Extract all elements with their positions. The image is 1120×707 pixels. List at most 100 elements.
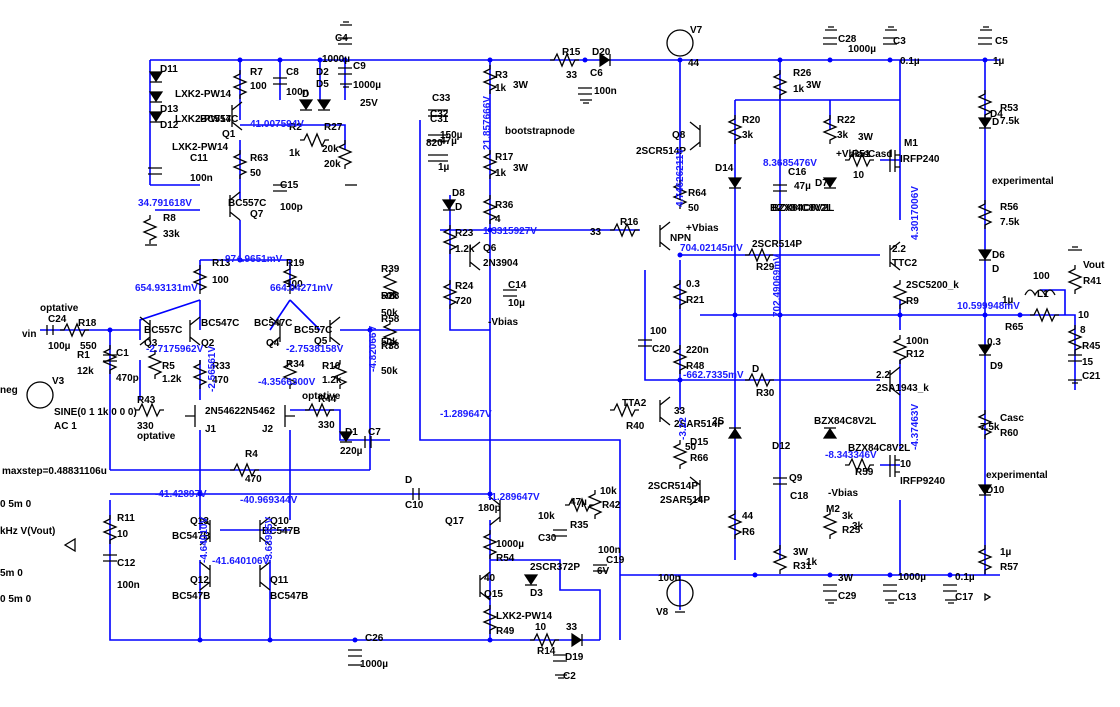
component-label: C14 (508, 280, 527, 291)
component-label: 8 (1080, 325, 1086, 336)
net-voltage-label: -1.289647V (488, 492, 540, 503)
component-label: C20 (652, 344, 671, 355)
component-label: 40 (484, 573, 496, 584)
component-label: 3W (513, 163, 529, 174)
component-label: R54 (496, 553, 515, 564)
component-label: 2SCR514P (636, 146, 686, 157)
component-label: L1 (1037, 289, 1049, 300)
component-label: C7 (368, 427, 381, 438)
component-label: R21 (686, 295, 705, 306)
component-label: BC547C (201, 318, 239, 329)
component-label: optative (137, 431, 176, 442)
ground-symbols (63, 21, 1082, 679)
component-label: R39 (381, 264, 400, 275)
component-label: 7.5k (1000, 217, 1020, 228)
component-label: D14 (715, 163, 734, 174)
component-label: R1 (77, 350, 90, 361)
component-label: R17 (495, 152, 514, 163)
component-label: D12 (772, 441, 791, 452)
inductor-symbol (1024, 289, 1056, 297)
component-label: 2SCR514P (752, 239, 802, 250)
component-label: 1µ (1000, 547, 1012, 558)
component-label: C24 (48, 314, 67, 325)
component-label: D10 (986, 485, 1005, 496)
component-label: R31 (793, 561, 812, 572)
component-label: R23 (455, 228, 474, 239)
component-label: M1 (904, 138, 918, 149)
component-label: TTA2 (622, 398, 647, 409)
component-label: R36 (495, 200, 514, 211)
component-label: C5 (995, 36, 1008, 47)
component-label: BC557C (200, 114, 238, 125)
component-label: R63 (250, 153, 269, 164)
component-label: 100 (212, 275, 229, 286)
component-label: 1k (806, 557, 818, 568)
component-label: 50k (381, 337, 398, 348)
component-label: 2.2 (876, 370, 890, 381)
component-label: D19 (565, 652, 584, 663)
component-label: 1000µ (848, 44, 876, 55)
component-label: Q11 (270, 575, 289, 586)
component-label: V7 (690, 25, 703, 36)
net-voltage-label: -4.82066V (368, 326, 379, 372)
net-voltage-label: 10.599948mV (957, 301, 1020, 312)
component-label: vin (22, 329, 36, 340)
component-label: Vout (1083, 260, 1105, 271)
component-label: 220µ (340, 446, 363, 457)
component-label: J2 (262, 424, 274, 435)
component-label: 1000µ (353, 80, 381, 91)
component-label: R4 (245, 449, 258, 460)
net-voltage-label: -4.3566300V (258, 377, 316, 388)
component-label: 7.5k (980, 422, 1000, 433)
component-label: 470p (116, 373, 139, 384)
component-label: 33 (566, 622, 578, 633)
component-label: C32 (430, 109, 449, 120)
component-label: LXK2-PW14 (175, 89, 232, 100)
component-label: C31 (430, 114, 449, 125)
component-label: 47µ (440, 136, 457, 147)
component-label: 50k (381, 366, 398, 377)
component-label: R53 (1000, 103, 1019, 114)
component-label: 1000µ (360, 659, 388, 670)
component-label: BZX84C8V2L (848, 443, 910, 454)
component-label: R34 (286, 359, 305, 370)
component-label: C15 (280, 180, 299, 191)
component-label: 1µ (993, 56, 1005, 67)
component-label: 0 5m 0 (0, 594, 32, 605)
component-label: Q12 (190, 575, 209, 586)
component-label: D (405, 475, 412, 486)
component-label: C10 (405, 500, 424, 511)
component-label: BZX84C8V2L (772, 203, 834, 214)
component-label: LXK2-PW14 (172, 142, 229, 153)
component-label: 3k (852, 521, 864, 532)
component-label: C33 (432, 93, 451, 104)
component-label: R64 (688, 188, 707, 199)
component-label: 1k (495, 83, 507, 94)
component-label: 33k (163, 229, 180, 240)
component-label: 10 (1078, 310, 1090, 321)
component-label: R40 (626, 421, 645, 432)
component-label: 1µ (1002, 295, 1014, 306)
net-voltage-label: -1.289647V (440, 409, 492, 420)
component-label: 330 (318, 420, 335, 431)
component-label: Q1 (222, 129, 236, 140)
component-label: 0.3 (987, 337, 1001, 348)
component-label: 3W (858, 132, 874, 143)
component-label: Q6 (483, 243, 497, 254)
component-label: R15 (562, 47, 581, 58)
component-label: R19 (286, 258, 305, 269)
component-label: 820 (426, 138, 443, 149)
component-label: 100n (906, 336, 929, 347)
component-label: R13 (212, 258, 231, 269)
component-label: Q4 (266, 338, 280, 349)
component-label: R26 (793, 68, 812, 79)
component-label: 44 (742, 511, 754, 522)
component-label: BC557C (144, 325, 182, 336)
net-voltage-label: -4.64010V (199, 517, 210, 563)
component-label: SINE(0 1 1k 0 0 0) (54, 407, 137, 418)
component-label: 100 (650, 326, 667, 337)
component-label: R11 (117, 513, 135, 524)
component-label: bootstrapnode (505, 126, 575, 137)
component-label: D7 (815, 178, 828, 189)
component-label: optative (302, 391, 341, 402)
